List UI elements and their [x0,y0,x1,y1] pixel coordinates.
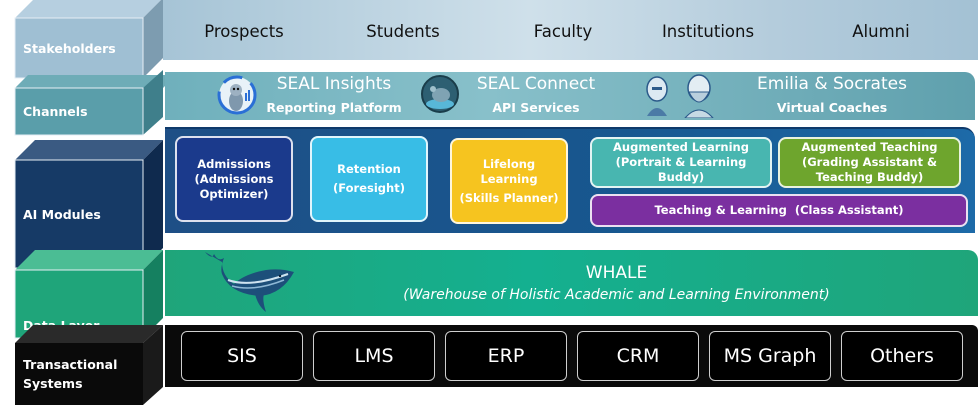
stakeholder-students: Students [366,22,440,41]
module-augmented-learning[interactable]: Augmented Learning (Portrait & Learning … [590,137,772,188]
channel-seal-insights-subtitle: Reporting Platform [266,100,402,115]
module-retention-line2: (Foresight) [333,181,405,195]
module-admissions-line3: Optimizer) [199,186,269,201]
module-retention-line1: Retention [337,162,401,176]
data-layer-bar: WHALE (Warehouse of Holistic Academic an… [165,250,978,316]
stakeholder-prospects: Prospects [204,22,284,41]
data-layer-title: WHALE [585,263,648,283]
module-retention[interactable]: Retention (Foresight) [310,136,428,222]
module-augmented-teaching-line2: (Grading Assistant & [801,155,938,169]
cube-transactional-shape [15,325,163,405]
stakeholder-alumni: Alumni [852,22,910,41]
channel-seal-connect-subtitle: API Services [492,100,580,115]
module-augmented-teaching[interactable]: Augmented Teaching (Grading Assistant & … [778,137,961,188]
module-lifelong-learning[interactable]: Lifelong Learning (Skills Planner) [450,138,568,224]
layer-label-transactional-line1: Transactional [23,357,118,372]
module-admissions[interactable]: Admissions (Admissions Optimizer) [175,136,293,222]
module-augmented-learning-line2: (Portrait & Learning [615,155,747,169]
system-others[interactable]: Others [841,331,963,381]
module-augmented-teaching-line1: Augmented Teaching [801,140,938,154]
layer-label-channels: Channels [23,104,88,119]
module-lifelong-line3: (Skills Planner) [459,190,559,205]
channel-seal-insights-title: SEAL Insights [276,74,392,94]
module-augmented-learning-line3: Buddy) [657,170,705,184]
ai-modules-bar: Admissions (Admissions Optimizer) Retent… [165,127,975,233]
channel-seal-connect-title: SEAL Connect [476,74,596,94]
whale-icon [200,250,300,316]
seal-chart-icon [217,75,257,115]
data-layer-subtitle: (Warehouse of Holistic Academic and Lear… [403,287,830,303]
channel-virtual-coaches-subtitle: Virtual Coaches [776,100,888,115]
system-erp[interactable]: ERP [445,331,567,381]
module-lifelong-line2: Learning [480,171,538,186]
module-lifelong-line1: Lifelong [482,156,536,171]
stakeholder-institutions: Institutions [661,22,755,41]
system-crm[interactable]: CRM [577,331,699,381]
cube-stakeholders-shape [14,0,163,79]
system-lms[interactable]: LMS [313,331,435,381]
module-admissions-line2: (Admissions [194,171,274,186]
channels-bar: SEAL Insights Reporting Platform SEAL Co… [165,72,975,120]
cube-channels-shape [14,70,176,136]
virtual-coaches-icon [643,72,723,119]
layer-label-transactional-line2: Systems [23,376,83,391]
layer-label-ai-modules: AI Modules [23,206,101,222]
layer-label-transactional: Transactional Systems [15,343,143,405]
stakeholders-bar: Prospects Students Faculty Institutions … [163,0,978,60]
system-sis[interactable]: SIS [181,331,303,381]
channel-virtual-coaches-title: Emilia & Socrates [757,74,907,94]
module-teaching-learning-line1: Teaching & Learning (Class Assistant) [654,203,904,217]
layer-label-stakeholders: Stakeholders [23,40,116,56]
module-admissions-line1: Admissions [197,156,271,171]
module-teaching-learning[interactable]: Teaching & Learning (Class Assistant) [590,194,968,227]
system-ms-graph[interactable]: MS Graph [709,331,831,381]
module-augmented-teaching-line3: Teaching Buddy) [815,170,924,184]
module-augmented-learning-line1: Augmented Learning [613,140,749,154]
seal-connect-icon [420,74,460,114]
stakeholder-faculty: Faculty [533,22,593,41]
